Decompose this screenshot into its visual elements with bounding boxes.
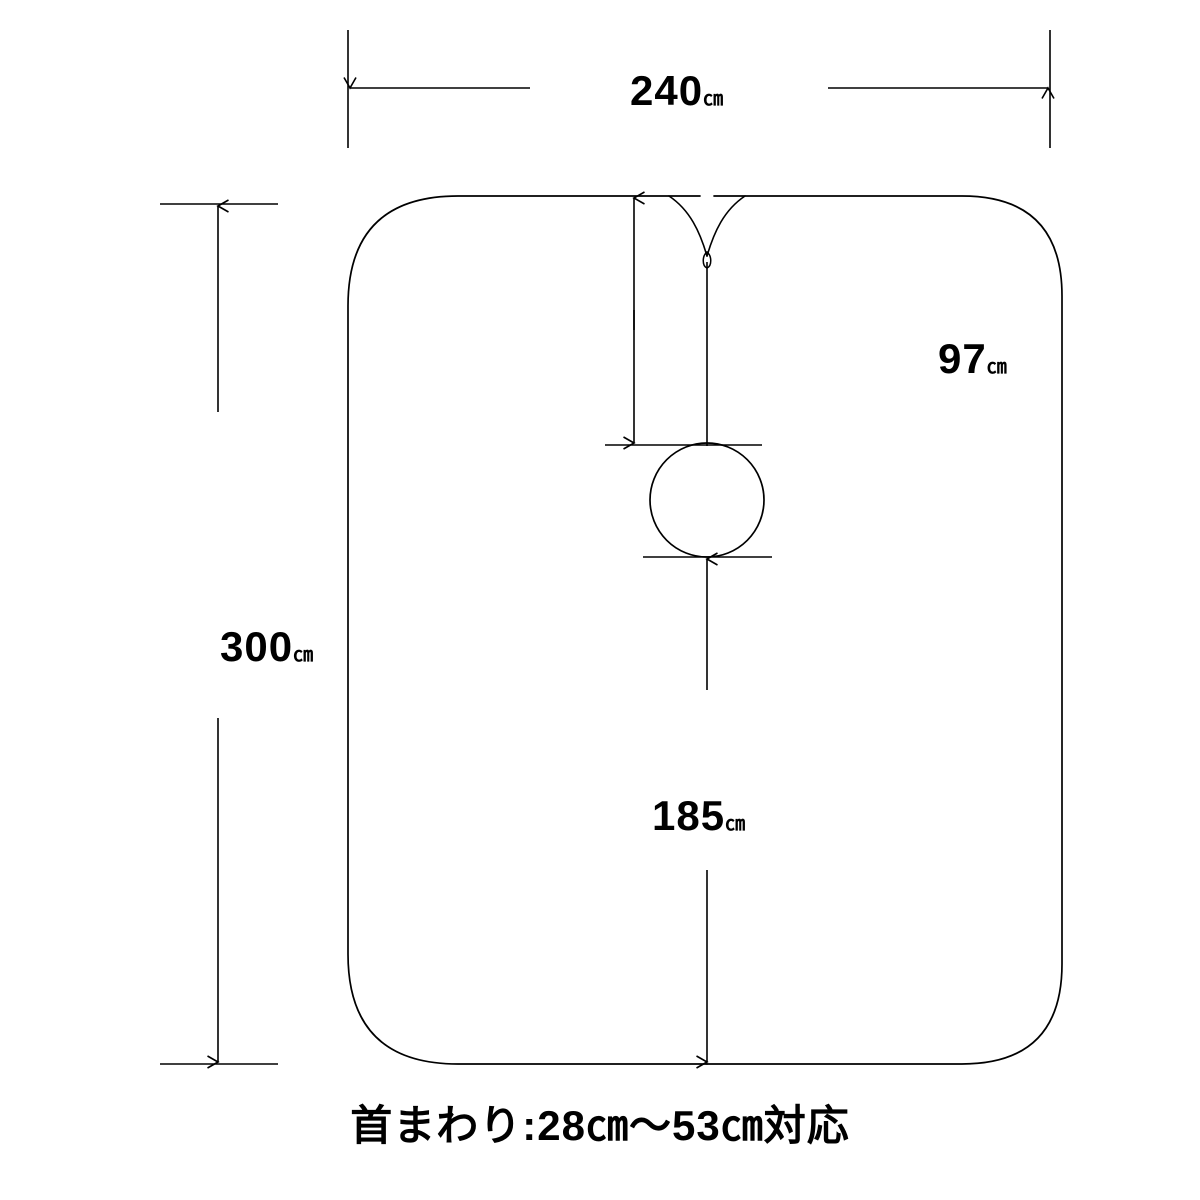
dimension-label-neck-to-bottom: 185㎝ [652,795,745,837]
dimension-unit-neck-to-top: ㎝ [986,356,1007,378]
dimension-label-width: 240㎝ [630,70,723,112]
cape-outline [347,195,1063,1065]
dimension-value-width: 240 [630,67,704,114]
neck-hole-circle [649,442,765,558]
dimension-unit-width: ㎝ [703,88,724,110]
neck-range-caption: 首まわり:28㎝～53㎝対応 [350,1102,850,1149]
dimension-value-neck-to-bottom: 185 [652,792,726,839]
dimension-height-300 [160,204,278,1064]
dimension-value-neck-to-top: 97 [938,335,987,382]
dimension-value-height: 300 [220,623,294,670]
dimension-unit-neck-to-bottom: ㎝ [725,813,746,835]
dimension-label-height: 300㎝ [220,626,313,668]
neck-v-notch [668,195,746,269]
dimension-label-neck-to-top: 97㎝ [938,338,1007,380]
dimension-unit-height: ㎝ [293,644,314,666]
dimension-width-240 [348,30,1050,148]
